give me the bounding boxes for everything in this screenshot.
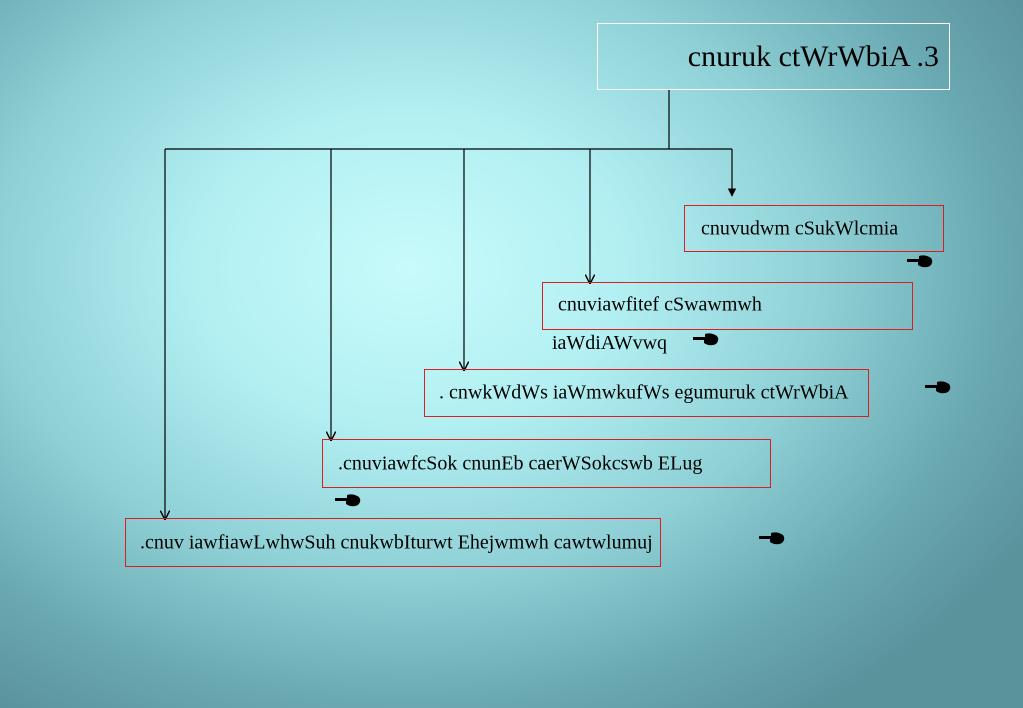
- item-box-1: cnuvudwm cSukWlcmia: [684, 205, 944, 252]
- item-text-2: cnuviawfitef cSwawmwh: [558, 293, 762, 316]
- pointing-hand-icon: [759, 532, 785, 545]
- item-box-5: .cnuv iawfiawLwhwSuh cnukwbIturwt Ehejwm…: [125, 518, 661, 567]
- item-box-2: cnuviawfitef cSwawmwh: [542, 282, 913, 330]
- pointing-hand-icon: [907, 255, 933, 268]
- diagram-title-box: cnuruk ctWrWbiA .3: [597, 23, 950, 90]
- item-text-3: . cnwkWdWs iaWmwkufWs egumuruk ctWrWbiA: [439, 381, 849, 404]
- pointing-hand-icon: [925, 381, 951, 394]
- pointing-hand-icon: [335, 494, 361, 507]
- item-text-4: .cnuviawfcSok cnunEb caerWSokcswb ELug: [338, 452, 703, 474]
- diagram-title: cnuruk ctWrWbiA .3: [687, 39, 939, 73]
- item-text-2-continued: iaWdiAWvwq: [552, 332, 668, 354]
- item-text-5: .cnuv iawfiawLwhwSuh cnukwbIturwt Ehejwm…: [140, 531, 653, 553]
- item-box-3: . cnwkWdWs iaWmwkufWs egumuruk ctWrWbiA: [424, 369, 869, 417]
- item-text-1: cnuvudwm cSukWlcmia: [701, 217, 899, 239]
- item-box-4: .cnuviawfcSok cnunEb caerWSokcswb ELug: [322, 439, 771, 488]
- pointing-hand-icon: [693, 333, 719, 346]
